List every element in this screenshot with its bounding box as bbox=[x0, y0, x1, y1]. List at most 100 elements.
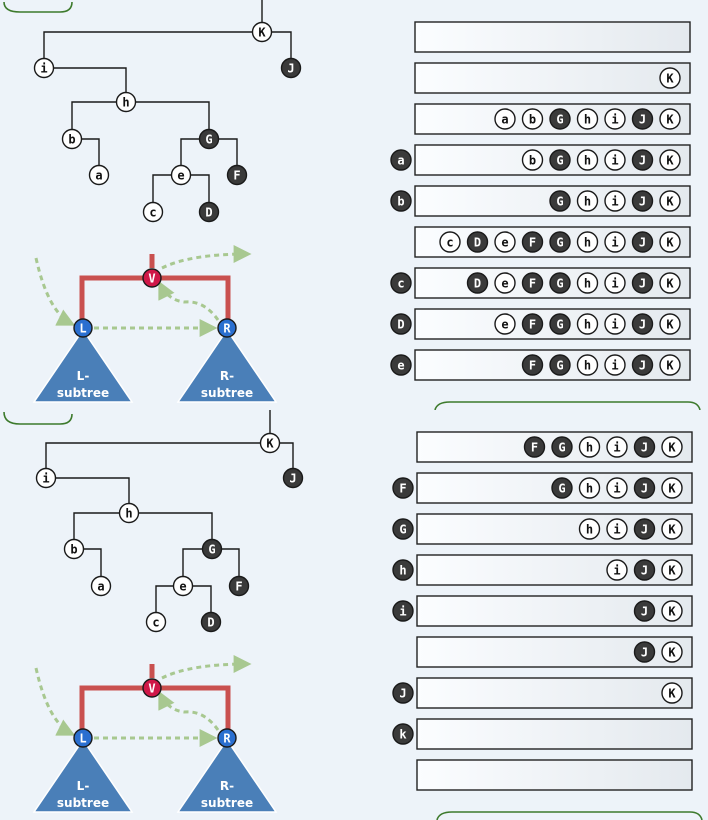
tree-node-e: e bbox=[170, 164, 192, 186]
svg-text:k: k bbox=[399, 728, 407, 742]
svg-text:F: F bbox=[531, 441, 538, 455]
stack-row: k bbox=[392, 718, 693, 750]
svg-text:e: e bbox=[501, 277, 508, 291]
svg-text:K: K bbox=[258, 26, 266, 40]
svg-text:i: i bbox=[613, 523, 620, 537]
svg-text:F: F bbox=[233, 169, 240, 183]
tree-node-b: b bbox=[61, 128, 83, 150]
svg-text:i: i bbox=[613, 482, 620, 496]
svg-text:J: J bbox=[641, 605, 648, 619]
svg-text:J: J bbox=[639, 113, 646, 127]
visited-node-J: J bbox=[392, 682, 414, 704]
visited-node-a: a bbox=[390, 149, 412, 171]
svg-text:a: a bbox=[501, 113, 508, 127]
stack-item-K: K bbox=[659, 190, 681, 212]
stack-item-G: G bbox=[551, 477, 573, 499]
stack-item-G: G bbox=[549, 231, 571, 253]
stack-item-h: h bbox=[576, 231, 599, 253]
svg-text:J: J bbox=[639, 359, 646, 373]
right-subtree-label-line1: R- bbox=[220, 369, 234, 383]
svg-text:K: K bbox=[668, 605, 676, 619]
tree-edge-h-G bbox=[129, 512, 213, 549]
tree-node-a: a bbox=[90, 575, 112, 597]
stack-item-a: a bbox=[494, 108, 516, 130]
stack-item-i: i bbox=[604, 108, 626, 130]
stack-item-i: i bbox=[604, 149, 626, 171]
svg-text:K: K bbox=[668, 482, 676, 496]
right-subtree-label-line1: R- bbox=[220, 779, 234, 793]
svg-text:i: i bbox=[611, 318, 618, 332]
svg-text:b: b bbox=[70, 543, 77, 557]
svg-text:L: L bbox=[79, 322, 86, 336]
stack-item-K: K bbox=[661, 641, 683, 663]
legend-node-v: V bbox=[142, 678, 162, 698]
svg-text:e: e bbox=[177, 169, 184, 183]
svg-text:h: h bbox=[584, 359, 591, 373]
stack-item-G: G bbox=[549, 108, 571, 130]
right-subtree-label-line2: subtree bbox=[201, 796, 253, 810]
svg-text:F: F bbox=[529, 236, 536, 250]
stack-item-c: c bbox=[439, 231, 461, 253]
tree-node-F: F bbox=[228, 575, 250, 597]
svg-text:h: h bbox=[125, 507, 132, 521]
tree-edge-K-i bbox=[43, 31, 262, 68]
legend-node-r: R bbox=[217, 728, 237, 748]
svg-text:R: R bbox=[223, 732, 231, 746]
right-subtree-triangle bbox=[176, 328, 278, 403]
left-subtree-label-line2: subtree bbox=[57, 796, 109, 810]
legend-node-v: V bbox=[142, 268, 162, 288]
tree-edge-i-h bbox=[46, 477, 130, 513]
svg-text:a: a bbox=[95, 169, 102, 183]
svg-text:a: a bbox=[97, 580, 104, 594]
svg-text:b: b bbox=[397, 195, 404, 209]
svg-text:D: D bbox=[397, 318, 404, 332]
tree-node-F: F bbox=[226, 164, 248, 186]
svg-text:b: b bbox=[529, 154, 536, 168]
frame-corner-top-left bbox=[3, 411, 73, 425]
svg-text:G: G bbox=[399, 523, 406, 537]
svg-text:h: h bbox=[584, 318, 591, 332]
stack-item-J: J bbox=[631, 354, 654, 376]
svg-text:V: V bbox=[148, 682, 155, 696]
stack-item-b: b bbox=[521, 149, 544, 171]
tree-node-G: G bbox=[201, 538, 223, 560]
stack-item-i: i bbox=[606, 477, 628, 499]
svg-text:D: D bbox=[207, 616, 214, 630]
svg-text:J: J bbox=[639, 154, 646, 168]
svg-text:G: G bbox=[556, 277, 563, 291]
stack-item-i: i bbox=[604, 313, 626, 335]
svg-text:J: J bbox=[287, 62, 294, 76]
stack-row: KJ bbox=[392, 677, 693, 709]
stack-item-K: K bbox=[659, 231, 681, 253]
svg-text:K: K bbox=[666, 318, 674, 332]
stack-item-K: K bbox=[661, 682, 683, 704]
stack-item-K: K bbox=[659, 354, 681, 376]
stack-item-F: F bbox=[521, 354, 544, 376]
stack-row bbox=[416, 759, 693, 791]
svg-text:i: i bbox=[611, 236, 618, 250]
left-subtree-label-line1: L- bbox=[77, 779, 90, 793]
stack-item-K: K bbox=[661, 518, 683, 540]
stack-item-F: F bbox=[523, 436, 546, 458]
stack-row: K bbox=[414, 62, 691, 94]
left-subtree-triangle bbox=[32, 328, 134, 403]
stack-item-e: e bbox=[494, 272, 516, 294]
stack-item-i: i bbox=[606, 518, 628, 540]
stack-item-J: J bbox=[633, 436, 656, 458]
stack-item-K: K bbox=[661, 436, 683, 458]
stack-item-J: J bbox=[633, 600, 656, 622]
stack-item-K: K bbox=[661, 477, 683, 499]
svg-text:G: G bbox=[556, 154, 563, 168]
svg-text:G: G bbox=[208, 543, 215, 557]
stack-item-K: K bbox=[661, 559, 683, 581]
svg-text:J: J bbox=[399, 687, 406, 701]
svg-text:c: c bbox=[397, 277, 404, 291]
svg-text:c: c bbox=[152, 616, 159, 630]
svg-text:K: K bbox=[668, 564, 676, 578]
visited-node-c: c bbox=[390, 272, 412, 294]
stack-item-h: h bbox=[576, 272, 599, 294]
svg-text:F: F bbox=[529, 277, 536, 291]
